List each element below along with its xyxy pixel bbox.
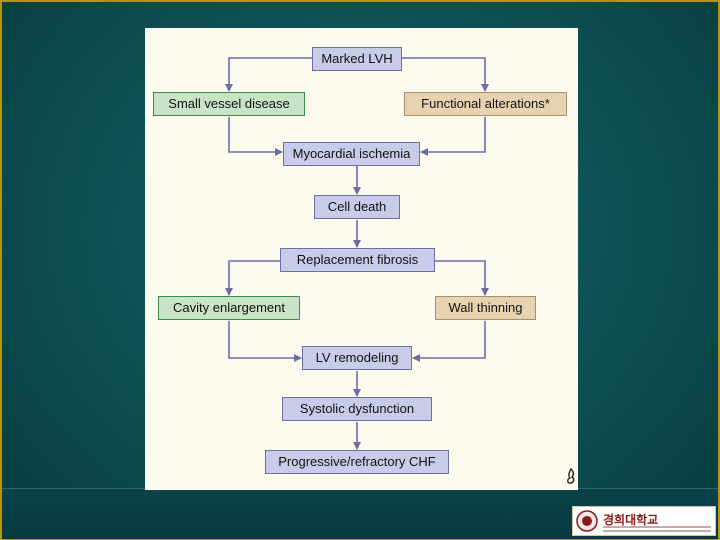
arrow-functional-to-ischemia xyxy=(420,117,486,156)
node-myocardial-ischemia: Myocardial ischemia xyxy=(283,142,420,166)
university-name: 경희대학교 xyxy=(603,513,659,527)
university-logo: 경희대학교 xyxy=(572,506,716,536)
arrow-fibrosis-to-cavity xyxy=(225,260,280,296)
node-small-vessel-disease: Small vessel disease xyxy=(153,92,305,116)
node-marked-lvh: Marked LVH xyxy=(312,47,402,71)
flowchart-panel: Marked LVH Small vessel disease Function… xyxy=(145,28,578,490)
arrow-fibrosis-to-wall xyxy=(435,260,489,296)
node-cell-death: Cell death xyxy=(314,195,400,219)
node-systolic-dysfunction: Systolic dysfunction xyxy=(282,397,432,421)
publisher-logo-icon xyxy=(567,468,575,484)
arrow-wall-to-remodeling xyxy=(412,321,486,362)
node-wall-thinning: Wall thinning xyxy=(435,296,536,320)
node-functional-alterations: Functional alterations* xyxy=(404,92,567,116)
node-lv-remodeling: LV remodeling xyxy=(302,346,412,370)
arrow-small-vessel-to-ischemia xyxy=(228,117,283,156)
node-replacement-fibrosis: Replacement fibrosis xyxy=(280,248,435,272)
arrow-cavity-to-remodeling xyxy=(228,321,302,362)
logo-fine-print xyxy=(603,526,711,534)
flowchart-arrows xyxy=(225,57,489,450)
node-progressive-chf: Progressive/refractory CHF xyxy=(265,450,449,474)
university-seal-icon xyxy=(576,510,598,532)
arrow-lvh-to-small-vessel xyxy=(225,57,312,92)
arrow-lvh-to-functional xyxy=(402,57,489,92)
node-cavity-enlargement: Cavity enlargement xyxy=(158,296,300,320)
